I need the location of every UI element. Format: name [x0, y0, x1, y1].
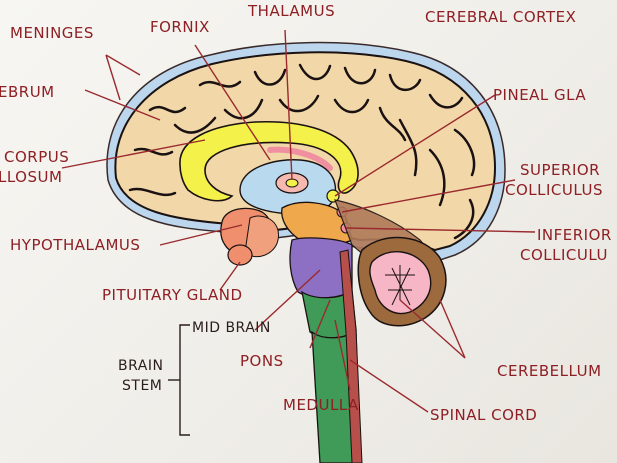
label-pineal-gland: PINEAL GLA	[493, 86, 586, 104]
spinal-canal	[339, 249, 363, 463]
corpus-callosum	[179, 120, 359, 202]
leader-lines	[61, 29, 536, 413]
fornix	[267, 146, 333, 171]
pituitary-gland	[227, 244, 253, 266]
thalamus-center	[285, 178, 299, 188]
label-brain-stem-line2: STEM	[122, 378, 162, 394]
label-spinal-cord: SPINAL CORD	[430, 406, 537, 424]
label-inferior-line1: INFERIOR	[537, 226, 612, 244]
label-medulla: MEDULLA	[283, 396, 359, 414]
arbor-lines	[385, 265, 415, 306]
label-pons: PONS	[240, 352, 284, 370]
label-corpus-line1: CORPUS	[4, 148, 69, 166]
pineal-gland	[326, 189, 340, 203]
label-brain-stem-line1: BRAIN	[118, 358, 163, 374]
label-cerebellum: CEREBELLUM	[497, 362, 602, 380]
label-superior-line2: COLLICULUS	[505, 181, 603, 199]
label-cerebral-cortex: CEREBRAL CORTEX	[425, 8, 576, 26]
label-superior-line1: SUPERIOR	[520, 161, 600, 179]
label-inferior-line2: COLLICULU	[520, 246, 608, 264]
label-thalamus: THALAMUS	[247, 2, 335, 20]
label-pituitary-gland: PITUITARY GLAND	[102, 286, 243, 304]
cortex-gyri	[128, 63, 476, 240]
label-hypothalamus: HYPOTHALAMUS	[10, 236, 140, 254]
label-mid-brain: MID BRAIN	[192, 320, 271, 336]
label-cerebrum: EBRUM	[0, 83, 55, 101]
label-fornix: FORNIX	[150, 18, 210, 36]
label-meninges: MENINGES	[10, 24, 94, 42]
label-corpus-line2: LLOSUM	[0, 168, 62, 186]
brain-stem-bracket	[179, 324, 190, 436]
